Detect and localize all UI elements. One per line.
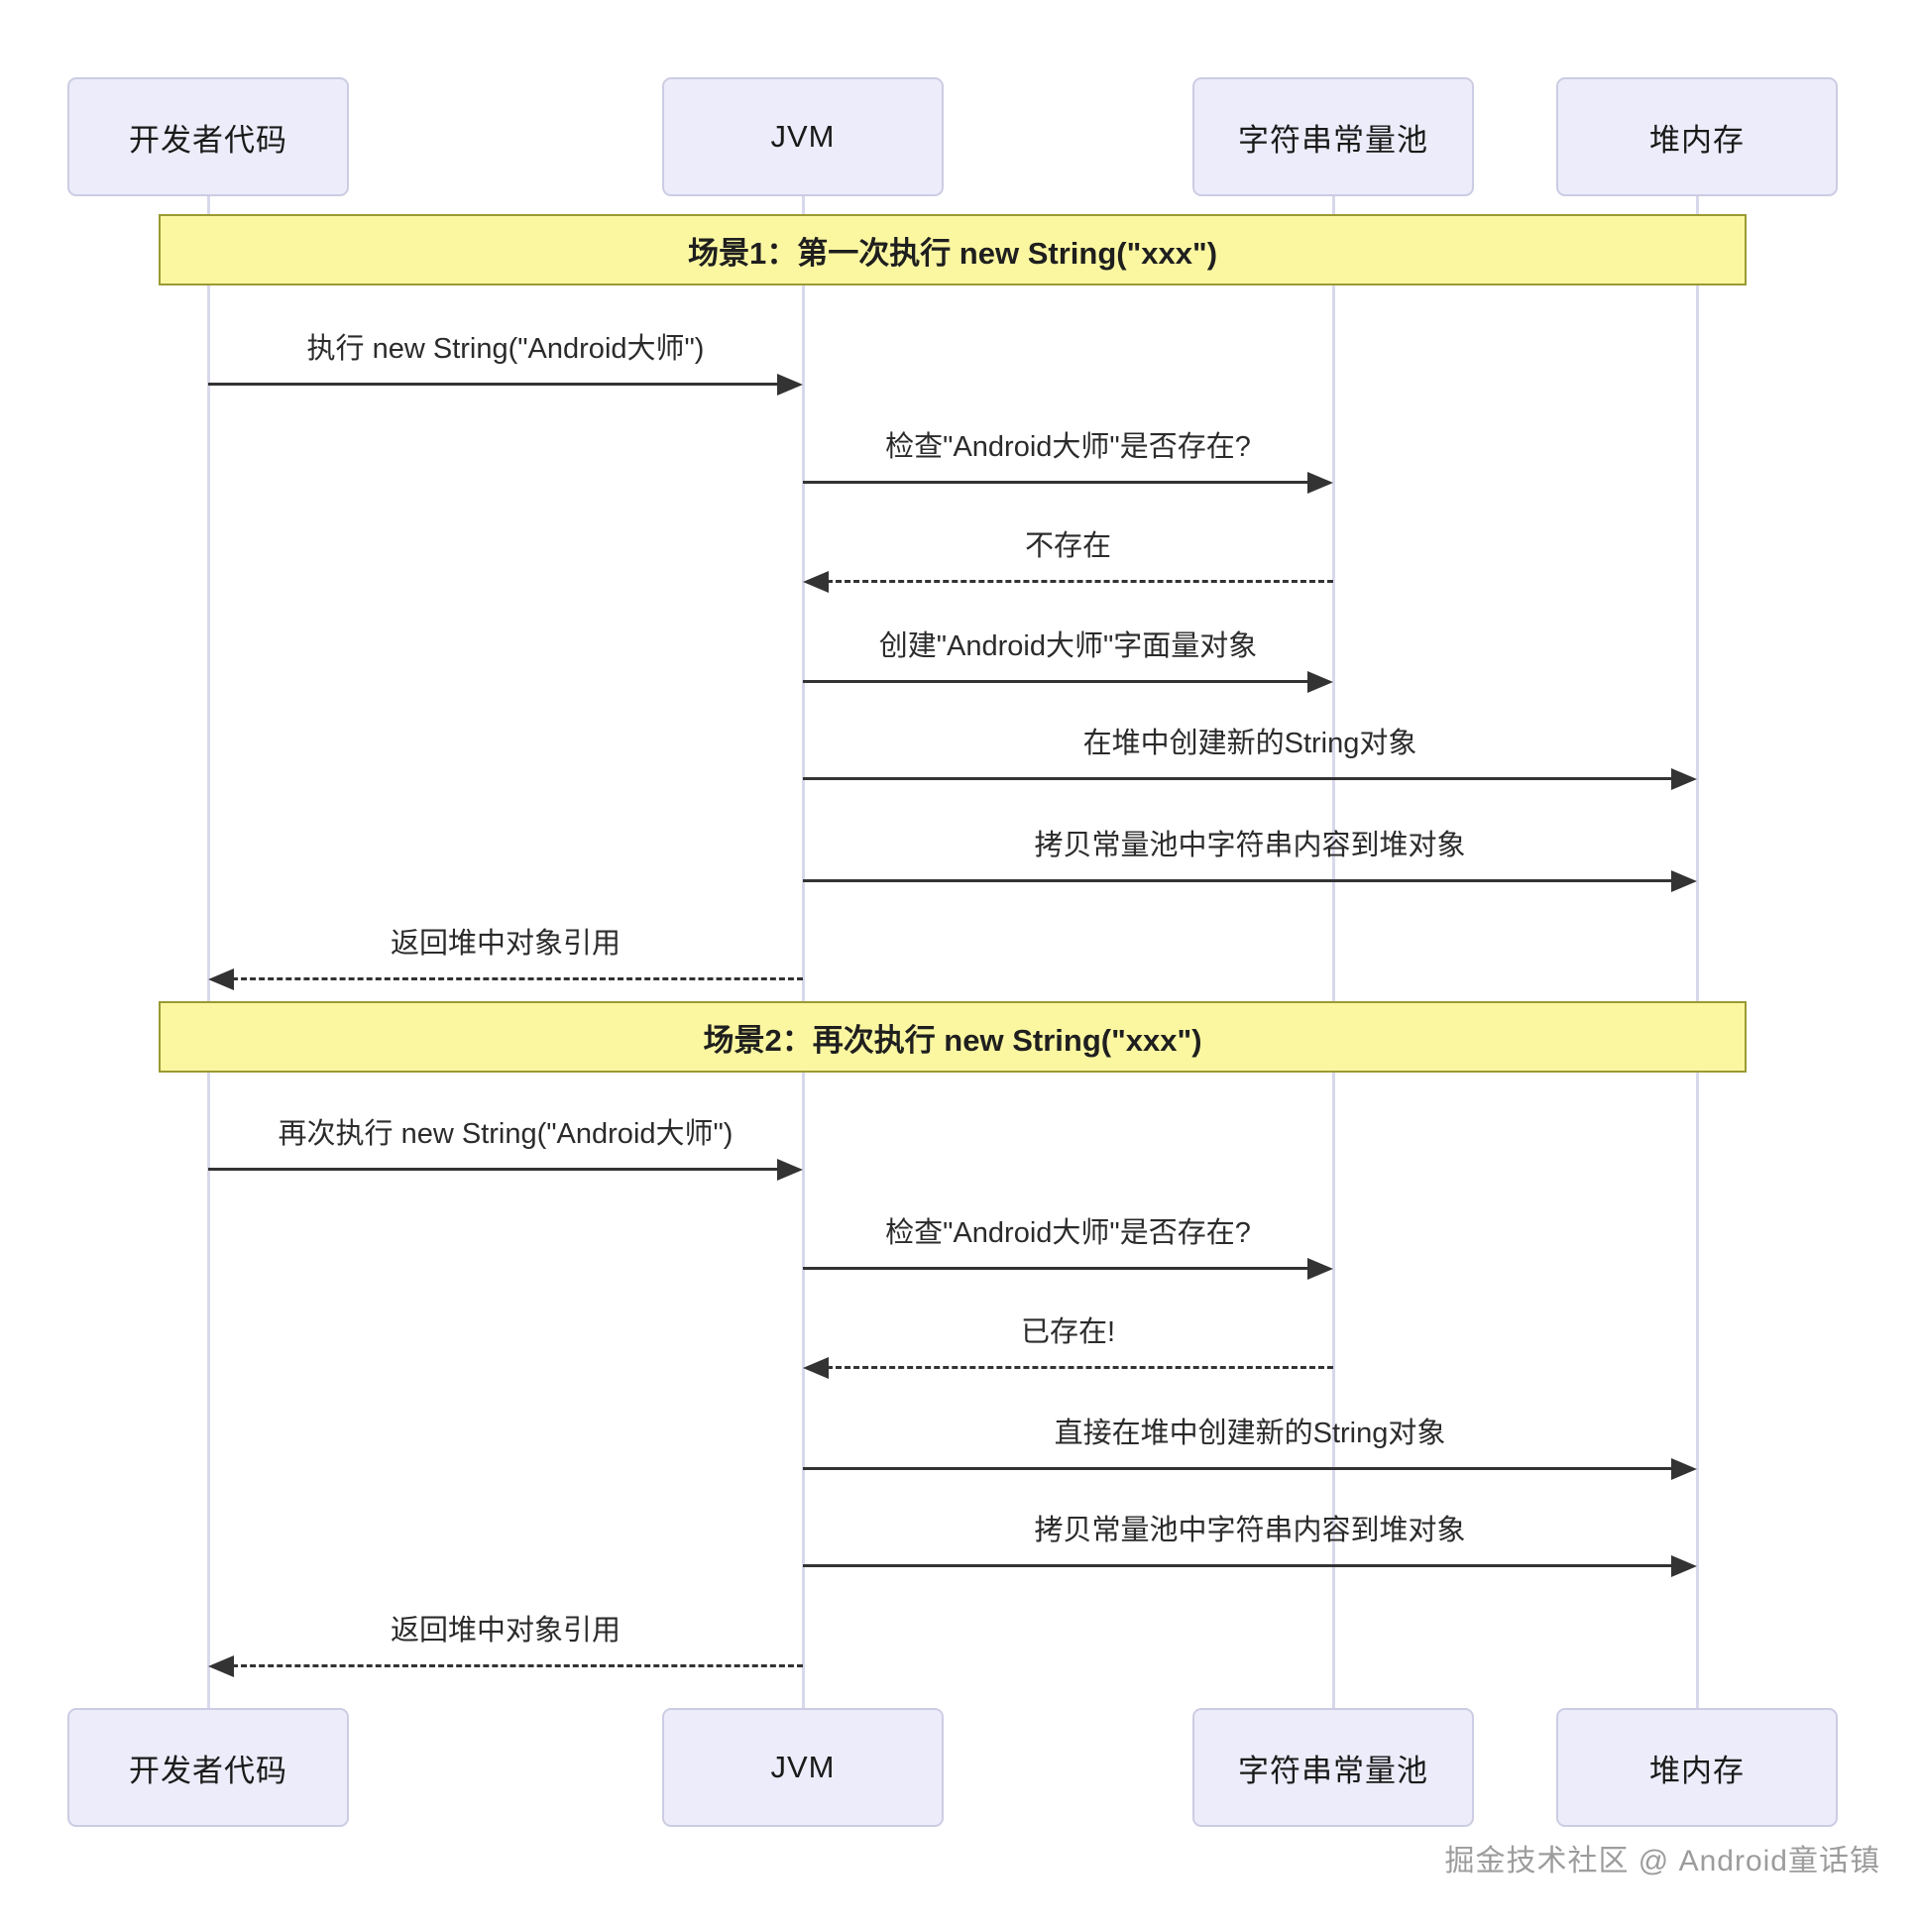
lifeline-dev <box>206 196 210 1708</box>
arrowhead-icon <box>777 1159 803 1181</box>
message-label: 已存在! <box>1020 1316 1116 1348</box>
message-line <box>803 879 1673 882</box>
actor-label: 开发者代码 <box>129 122 287 158</box>
arrowhead-icon <box>803 571 829 593</box>
message-label: 再次执行 new String("Android大师") <box>278 1118 734 1150</box>
message-line <box>827 1366 1333 1369</box>
arrowhead-icon <box>777 374 803 396</box>
actor-label: 字符串常量池 <box>1238 122 1428 158</box>
lifeline-heap <box>1695 196 1699 1708</box>
message-line <box>803 1564 1673 1567</box>
message-line <box>208 383 779 386</box>
arrowhead-icon <box>1307 671 1333 693</box>
section-band-1: 场景1：第一次执行 new String("xxx") <box>159 214 1747 285</box>
actor-label: 堆内存 <box>1649 122 1745 158</box>
message-label: 返回堆中对象引用 <box>390 1615 621 1647</box>
actor-box-pool-bottom: 字符串常量池 <box>1192 1708 1474 1827</box>
message-label: 直接在堆中创建新的String对象 <box>1054 1418 1446 1449</box>
actor-label: JVM <box>770 1750 836 1784</box>
arrowhead-icon <box>208 968 234 990</box>
actor-label: JVM <box>770 119 836 154</box>
message-line <box>232 977 803 980</box>
message-label: 拷贝常量池中字符串内容到堆对象 <box>1034 830 1466 861</box>
actor-box-pool-top: 字符串常量池 <box>1192 77 1474 196</box>
message-label: 检查"Android大师"是否存在? <box>885 431 1251 463</box>
message-line <box>803 481 1309 484</box>
section-band-2: 场景2：再次执行 new String("xxx") <box>159 1001 1747 1073</box>
message-label: 不存在 <box>1024 530 1111 562</box>
arrowhead-icon <box>803 1357 829 1379</box>
message-label: 执行 new String("Android大师") <box>306 333 705 365</box>
actor-box-jvm-bottom: JVM <box>662 1708 944 1827</box>
message-line <box>827 580 1333 583</box>
arrowhead-icon <box>1671 1555 1697 1577</box>
arrowhead-icon <box>1307 472 1333 494</box>
actor-box-jvm-top: JVM <box>662 77 944 196</box>
actor-label: 字符串常量池 <box>1238 1753 1428 1788</box>
message-line <box>208 1168 779 1171</box>
section-title-1: 场景1：第一次执行 new String("xxx") <box>687 235 1218 271</box>
message-line <box>803 1267 1309 1270</box>
message-label: 检查"Android大师"是否存在? <box>885 1217 1251 1249</box>
arrowhead-icon <box>1671 1458 1697 1480</box>
section-title-2: 场景2：再次执行 new String("xxx") <box>703 1022 1202 1058</box>
lifeline-jvm <box>801 196 805 1708</box>
message-label: 返回堆中对象引用 <box>390 928 621 960</box>
message-label: 创建"Android大师"字面量对象 <box>878 630 1258 662</box>
message-line <box>803 680 1309 683</box>
message-line <box>232 1664 803 1667</box>
actor-label: 开发者代码 <box>129 1753 287 1788</box>
arrowhead-icon <box>1671 768 1697 790</box>
actor-box-heap-bottom: 堆内存 <box>1556 1708 1838 1827</box>
actor-box-dev-bottom: 开发者代码 <box>67 1708 349 1827</box>
arrowhead-icon <box>1307 1258 1333 1280</box>
actor-box-heap-top: 堆内存 <box>1556 77 1838 196</box>
message-line <box>803 1467 1673 1470</box>
actor-label: 堆内存 <box>1649 1753 1745 1788</box>
watermark-text: 掘金技术社区 @ Android童话镇 <box>1444 1845 1880 1877</box>
message-line <box>803 777 1673 780</box>
arrowhead-icon <box>1671 870 1697 892</box>
arrowhead-icon <box>208 1655 234 1677</box>
lifeline-pool <box>1331 196 1335 1708</box>
message-label: 拷贝常量池中字符串内容到堆对象 <box>1034 1515 1466 1546</box>
actor-box-dev-top: 开发者代码 <box>67 77 349 196</box>
message-label: 在堆中创建新的String对象 <box>1082 728 1417 759</box>
